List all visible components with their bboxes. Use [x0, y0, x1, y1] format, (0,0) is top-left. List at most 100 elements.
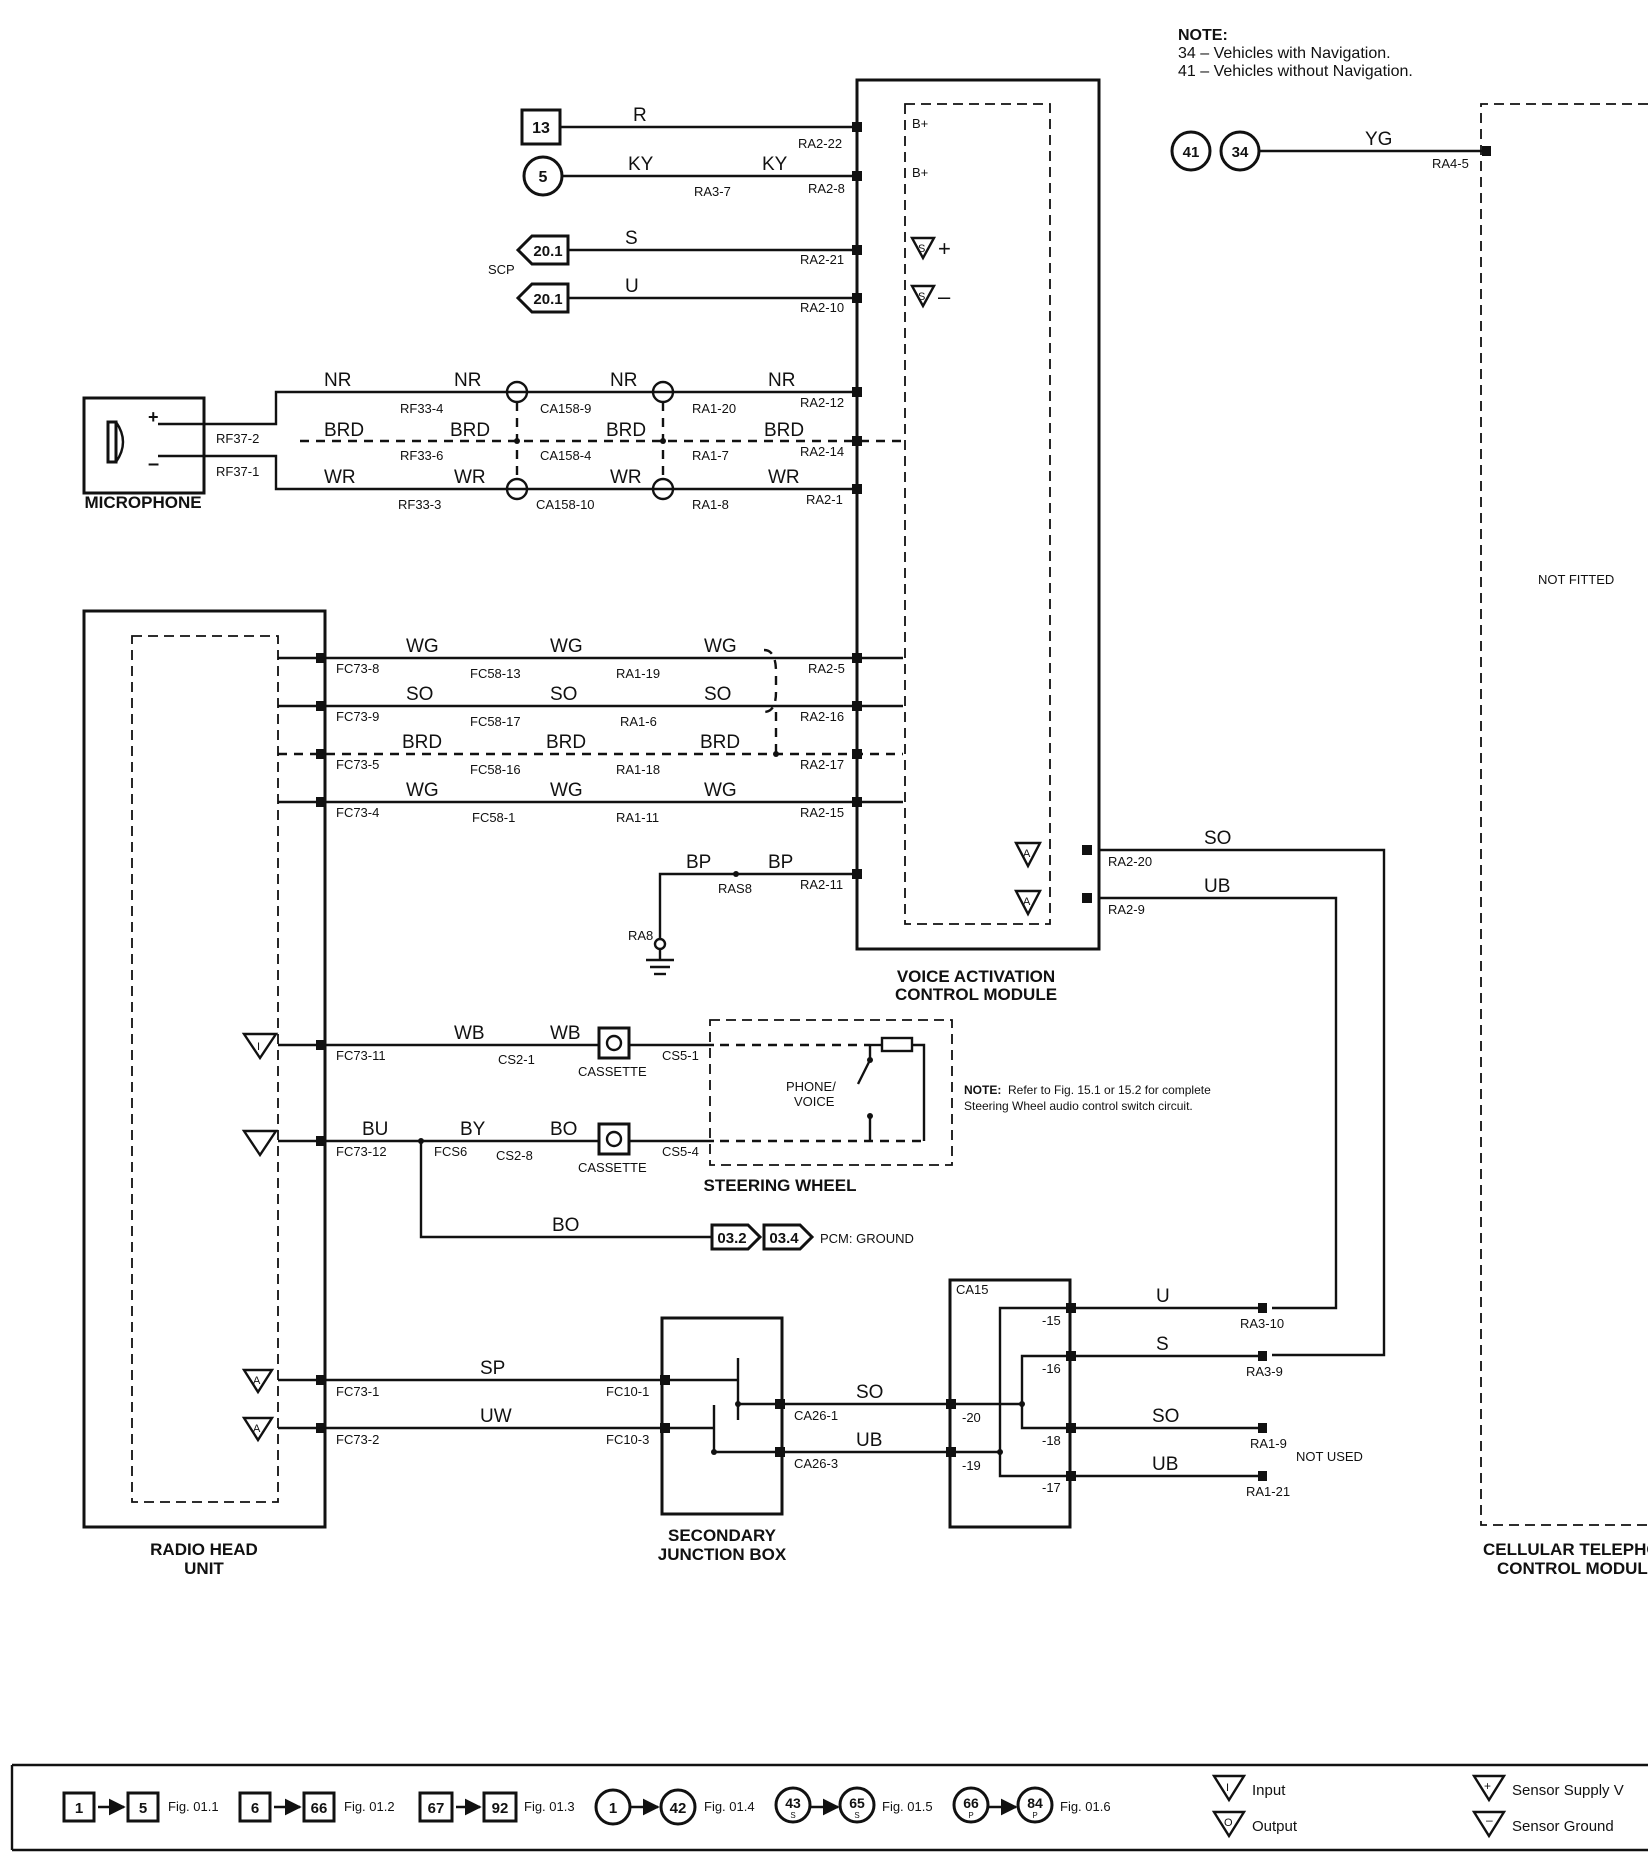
svg-text:CA158-10: CA158-10 — [536, 497, 595, 512]
svg-text:NOT USED: NOT USED — [1296, 1449, 1363, 1464]
svg-text:RADIO HEAD: RADIO HEAD — [150, 1540, 258, 1559]
svg-text:RA1-19: RA1-19 — [616, 666, 660, 681]
svg-text:CS2-1: CS2-1 — [498, 1052, 535, 1067]
svg-text:WG: WG — [704, 636, 737, 657]
svg-text:SECONDARY: SECONDARY — [668, 1526, 777, 1545]
svg-text:CA158-9: CA158-9 — [540, 401, 591, 416]
svg-text:FC58-1: FC58-1 — [472, 810, 515, 825]
svg-text:A: A — [1023, 848, 1031, 860]
svg-text:RA2-9: RA2-9 — [1108, 902, 1145, 917]
pcm-ground: BO 03.2 03.4 PCM: GROUND — [419, 1141, 914, 1251]
svg-text:CASSETTE: CASSETTE — [578, 1160, 647, 1175]
svg-text:P: P — [1032, 1811, 1037, 1820]
svg-text:34 – Vehicles with Navigation.: 34 – Vehicles with Navigation. — [1178, 45, 1391, 62]
svg-text:WR: WR — [768, 467, 800, 488]
voice-activation-control-module: VOICE ACTIVATION CONTROL MODULE B+ B+ S … — [855, 78, 1101, 1004]
svg-text:S: S — [1156, 1334, 1169, 1355]
svg-text:1: 1 — [75, 1800, 83, 1817]
wire-so-jb: SO CA26-1 — [785, 1382, 950, 1423]
source-5: 5 KY KY RA3-7 RA2-8 — [522, 154, 862, 199]
svg-text:CASSETTE: CASSETTE — [578, 1064, 647, 1079]
svg-text:RA4-5: RA4-5 — [1432, 156, 1469, 171]
svg-text:S: S — [625, 228, 638, 249]
svg-text:67: 67 — [428, 1800, 445, 1817]
legend-fig-01-3: 67 92 Fig. 01.3 — [418, 1791, 575, 1823]
svg-text:RA1-7: RA1-7 — [692, 448, 729, 463]
svg-text:VOICE: VOICE — [794, 1094, 835, 1109]
legend-fig-01-6: 66 P 84 P Fig. 01.6 — [952, 1786, 1111, 1824]
svg-text:-15: -15 — [1042, 1313, 1061, 1328]
svg-text:A: A — [1023, 896, 1031, 908]
svg-text:-20: -20 — [962, 1410, 981, 1425]
mic-wire-nr: NR NR NR NR RF33-4 CA158-9 RA1-20 RA2-12 — [208, 370, 855, 426]
svg-text:BO: BO — [552, 1215, 579, 1236]
svg-text:FC58-17: FC58-17 — [470, 714, 521, 729]
svg-text:R: R — [633, 105, 647, 126]
wire-ub-jb: UB CA26-3 — [785, 1430, 950, 1471]
svg-text:+: + — [938, 236, 951, 261]
svg-text:FC73-2: FC73-2 — [336, 1432, 379, 1447]
svg-text:CA26-1: CA26-1 — [794, 1408, 838, 1423]
svg-text:FC58-16: FC58-16 — [470, 762, 521, 777]
svg-text:–: – — [148, 453, 159, 475]
svg-text:UNIT: UNIT — [184, 1559, 224, 1578]
mic-shield — [505, 380, 675, 501]
svg-text:UB: UB — [1152, 1454, 1178, 1475]
svg-text:SO: SO — [406, 684, 433, 705]
svg-text:FC73-8: FC73-8 — [336, 661, 379, 676]
svg-text:RA2-17: RA2-17 — [800, 757, 844, 772]
svg-text:PHONE/: PHONE/ — [786, 1079, 836, 1094]
svg-text:BY: BY — [460, 1119, 486, 1140]
svg-text:SO: SO — [550, 684, 577, 705]
svg-text:RA2-21: RA2-21 — [800, 252, 844, 267]
wire-wg-2: WG WG WG FC73-4 FC58-1 RA1-11 RA2-15 — [278, 780, 903, 825]
svg-text:FC10-3: FC10-3 — [606, 1432, 649, 1447]
svg-text:I: I — [257, 1041, 260, 1053]
svg-text:RA2-10: RA2-10 — [800, 300, 844, 315]
svg-text:03.2: 03.2 — [717, 1230, 746, 1247]
svg-text:CS2-8: CS2-8 — [496, 1148, 533, 1163]
svg-text:Output: Output — [1252, 1818, 1298, 1835]
mic-wire-wr: WR WR WR WR RF33-3 CA158-10 RA1-8 RA2-1 — [208, 454, 855, 512]
svg-text:FC73-9: FC73-9 — [336, 709, 379, 724]
svg-text:RA2-20: RA2-20 — [1108, 854, 1152, 869]
svg-text:Sensor Ground: Sensor Ground — [1512, 1818, 1614, 1835]
svg-text:STEERING WHEEL: STEERING WHEEL — [703, 1176, 856, 1195]
svg-text:CELLULAR TELEPHONE: CELLULAR TELEPHONE — [1483, 1540, 1648, 1559]
svg-text:1: 1 — [609, 1800, 617, 1817]
svg-text:KY: KY — [762, 154, 788, 175]
svg-text:RA2-14: RA2-14 — [800, 444, 844, 459]
ca15-splice-block: CA15 -15 -16 -20 -18 -19 -17 — [946, 1278, 1076, 1529]
svg-text:RA2-12: RA2-12 — [800, 395, 844, 410]
svg-text:CA158-4: CA158-4 — [540, 448, 591, 463]
svg-text:P: P — [968, 1811, 973, 1820]
svg-text:SO: SO — [1152, 1406, 1179, 1427]
svg-text:92: 92 — [492, 1800, 509, 1817]
svg-text:BU: BU — [362, 1119, 388, 1140]
svg-text:Fig. 01.3: Fig. 01.3 — [524, 1799, 575, 1814]
svg-text:CA26-3: CA26-3 — [794, 1456, 838, 1471]
cellular-telephone-control-module: NOT FITTED CELLULAR TELEPHONE CONTROL MO… — [1480, 103, 1648, 1578]
svg-text:RA2-1: RA2-1 — [806, 492, 843, 507]
svg-text:RA1-11: RA1-11 — [616, 810, 659, 825]
svg-text:NR: NR — [324, 370, 351, 391]
ca15-outputs: U RA3-10 S RA3-9 SO RA1-9 UB RA1-21 NOT … — [1076, 1286, 1363, 1499]
svg-text:NR: NR — [610, 370, 637, 391]
svg-text:UB: UB — [856, 1430, 882, 1451]
svg-text:–: – — [1486, 1813, 1493, 1827]
svg-text:WB: WB — [454, 1023, 485, 1044]
svg-text:BRD: BRD — [546, 732, 586, 753]
svg-text:5: 5 — [139, 1800, 147, 1817]
svg-text:RA3-10: RA3-10 — [1240, 1316, 1284, 1331]
svg-text:WB: WB — [550, 1023, 581, 1044]
svg-text:Fig. 01.4: Fig. 01.4 — [704, 1799, 755, 1814]
navigation-variant-connector: 41 34 YG RA4-5 — [1170, 129, 1491, 172]
svg-text:O: O — [1224, 1817, 1233, 1829]
legend-fig-01-4: 1 42 Fig. 01.4 — [594, 1788, 755, 1826]
svg-text:YG: YG — [1365, 129, 1392, 150]
radio-head-unit: RADIO HEAD UNIT I A A — [82, 609, 327, 1578]
svg-text:13: 13 — [532, 120, 550, 137]
svg-text:Input: Input — [1252, 1782, 1286, 1799]
svg-text:FC10-1: FC10-1 — [606, 1384, 649, 1399]
wire-uw: UW FC73-2 FC10-3 — [278, 1406, 670, 1447]
